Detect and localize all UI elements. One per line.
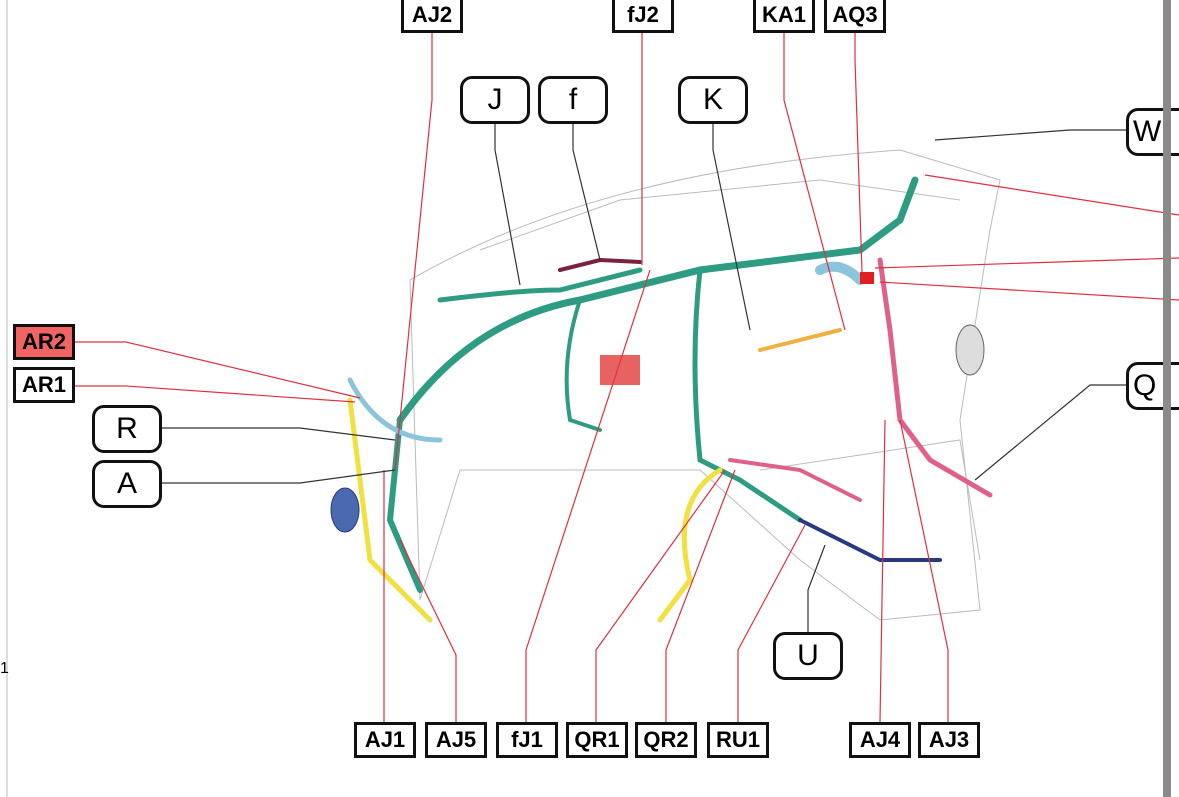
harness-U[interactable]: U <box>773 632 843 680</box>
leader-lines-black <box>162 124 1126 632</box>
connector-AJ2[interactable]: AJ2 <box>401 0 463 33</box>
harness-K[interactable]: K <box>678 76 748 124</box>
connector-KA1[interactable]: KA1 <box>753 0 815 33</box>
scrollbar[interactable] <box>1163 0 1171 797</box>
harness-wires <box>330 176 993 623</box>
harness-J[interactable]: J <box>460 76 530 124</box>
connector-AJ4[interactable]: AJ4 <box>849 722 911 758</box>
harness-R[interactable]: R <box>92 405 162 453</box>
connector-fJ2[interactable]: fJ2 <box>612 0 674 33</box>
harness-f[interactable]: f <box>538 76 608 124</box>
leader-lines-red <box>74 33 1179 723</box>
connector-AJ3[interactable]: AJ3 <box>918 722 980 758</box>
connector-QR2[interactable]: QR2 <box>635 722 697 758</box>
page-edge <box>6 0 8 797</box>
connector-AJ5[interactable]: AJ5 <box>425 722 487 758</box>
connector-AQ3[interactable]: AQ3 <box>824 0 886 33</box>
connector-RU1[interactable]: RU1 <box>707 722 769 758</box>
dashboard-outline <box>409 149 1001 621</box>
page-marker: 1 <box>0 660 9 677</box>
connector-QR1[interactable]: QR1 <box>566 722 628 758</box>
harness-A[interactable]: A <box>92 460 162 508</box>
connector-AR1[interactable]: AR1 <box>13 367 75 403</box>
connector-AJ1[interactable]: AJ1 <box>354 722 416 758</box>
connector-AR2[interactable]: AR2 <box>13 324 75 360</box>
harness-W[interactable]: W <box>1126 108 1179 156</box>
connector-fJ1[interactable]: fJ1 <box>496 722 558 758</box>
harness-Q[interactable]: Q <box>1126 362 1179 410</box>
